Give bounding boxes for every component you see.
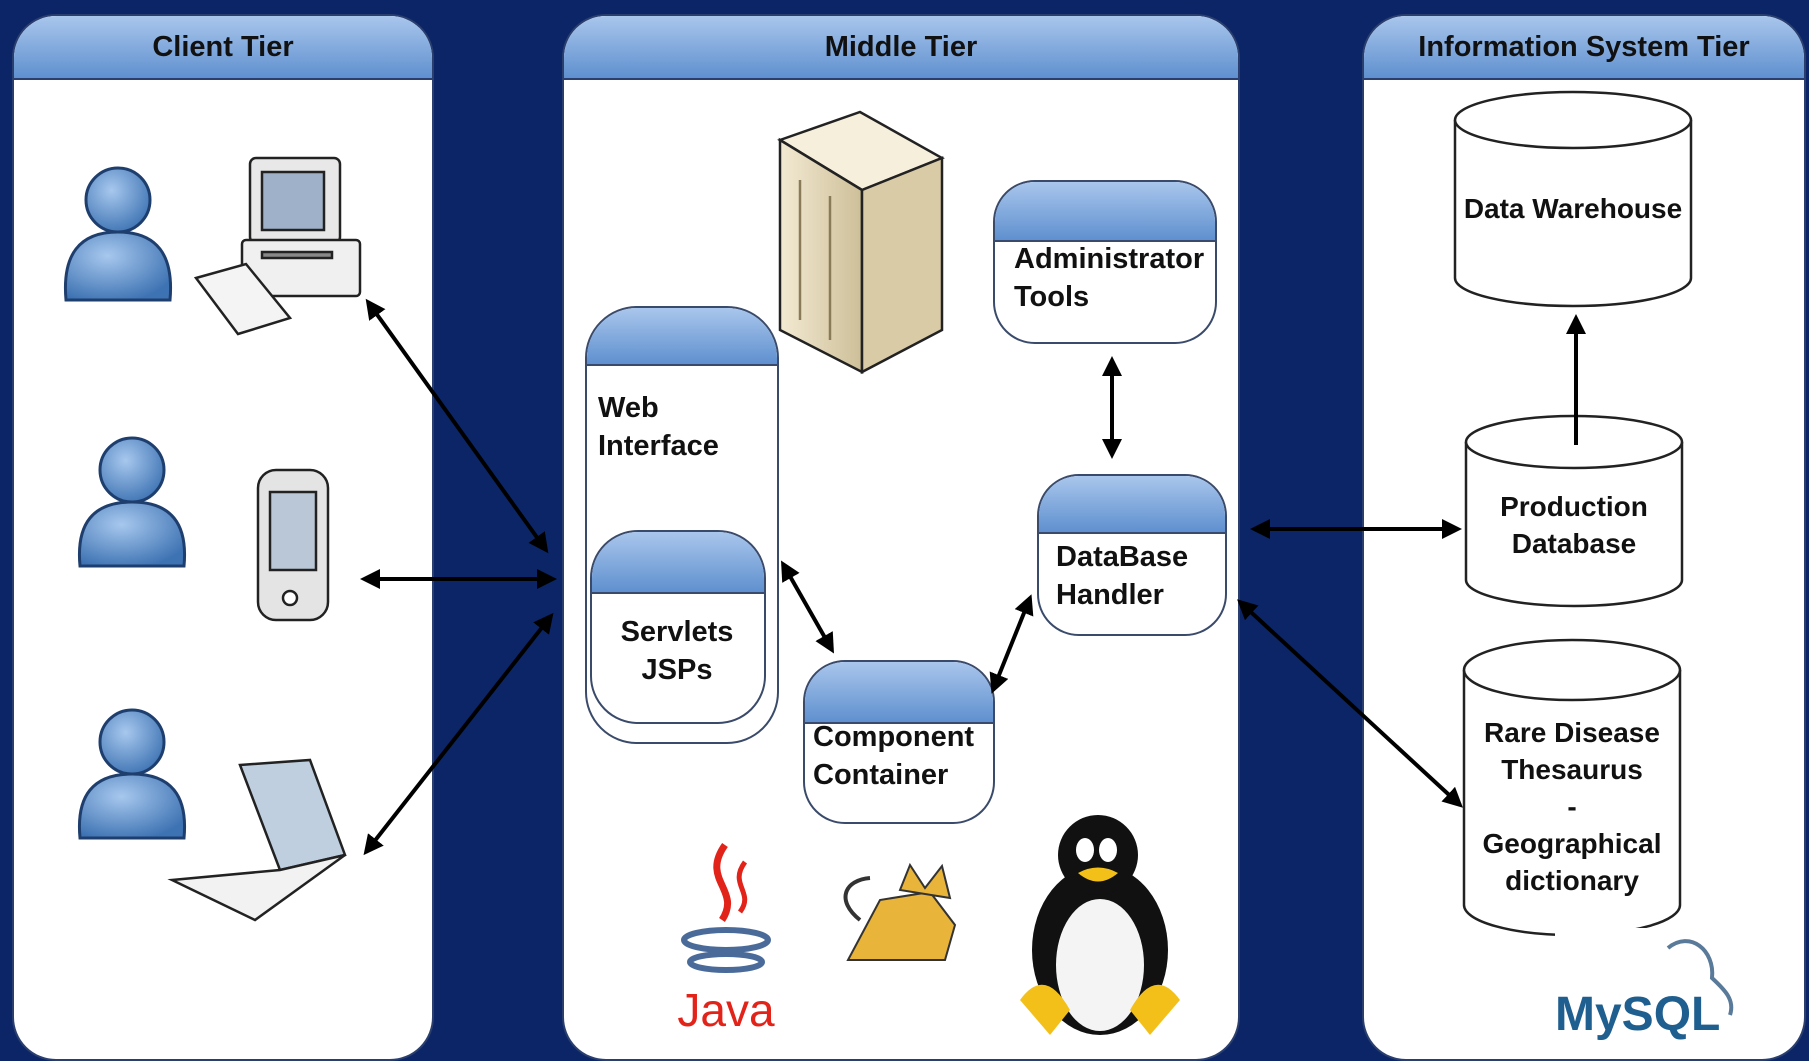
user-icon <box>77 436 187 568</box>
database-handler-label: DataBase Handler <box>1056 541 1189 611</box>
arrow-container-dbhandler <box>989 594 1034 694</box>
java-logo-text: Java <box>677 984 775 1036</box>
arrow-laptop-middle <box>363 612 554 856</box>
server-icon <box>777 110 945 375</box>
servlets-box <box>590 530 766 724</box>
component-container-label: Component Container <box>813 721 975 791</box>
tomcat-logo <box>828 857 966 979</box>
administrator-tools-box <box>993 180 1217 344</box>
web-interface-label: Web Interface <box>598 392 719 462</box>
user-icon <box>77 708 187 840</box>
rare-disease-cylinder <box>1462 638 1682 937</box>
mysql-logo: MySQL <box>1555 928 1760 1043</box>
arrow-servlets-container <box>781 560 834 654</box>
laptop-icon <box>167 758 347 922</box>
desktop-computer-icon <box>193 156 362 336</box>
java-logo: Java <box>659 823 793 1039</box>
mysql-logo-text: MySQL <box>1555 988 1720 1041</box>
information-tier-title: Information System Tier <box>1364 16 1804 80</box>
data-warehouse-cylinder <box>1453 90 1693 308</box>
client-tier-title: Client Tier <box>14 16 432 80</box>
pda-icon <box>256 468 330 622</box>
data-warehouse-label: Data Warehouse <box>1463 193 1683 224</box>
middle-tier-title: Middle Tier <box>564 16 1238 80</box>
servlets-label: Servlets JSPs <box>620 616 734 686</box>
production-database-label: Production Database <box>1500 491 1648 559</box>
linux-penguin-logo <box>1008 805 1201 1041</box>
database-handler-box <box>1037 474 1227 636</box>
rare-disease-label: Rare Disease Thesaurus - Geographical di… <box>1482 717 1662 896</box>
user-icon <box>63 166 173 302</box>
arrow-dbhandler-rare-disease <box>1237 599 1463 808</box>
component-container-box <box>803 660 995 824</box>
administrator-tools-label: Administrator Tools <box>1014 243 1205 313</box>
arrow-desktop-middle <box>365 298 549 554</box>
